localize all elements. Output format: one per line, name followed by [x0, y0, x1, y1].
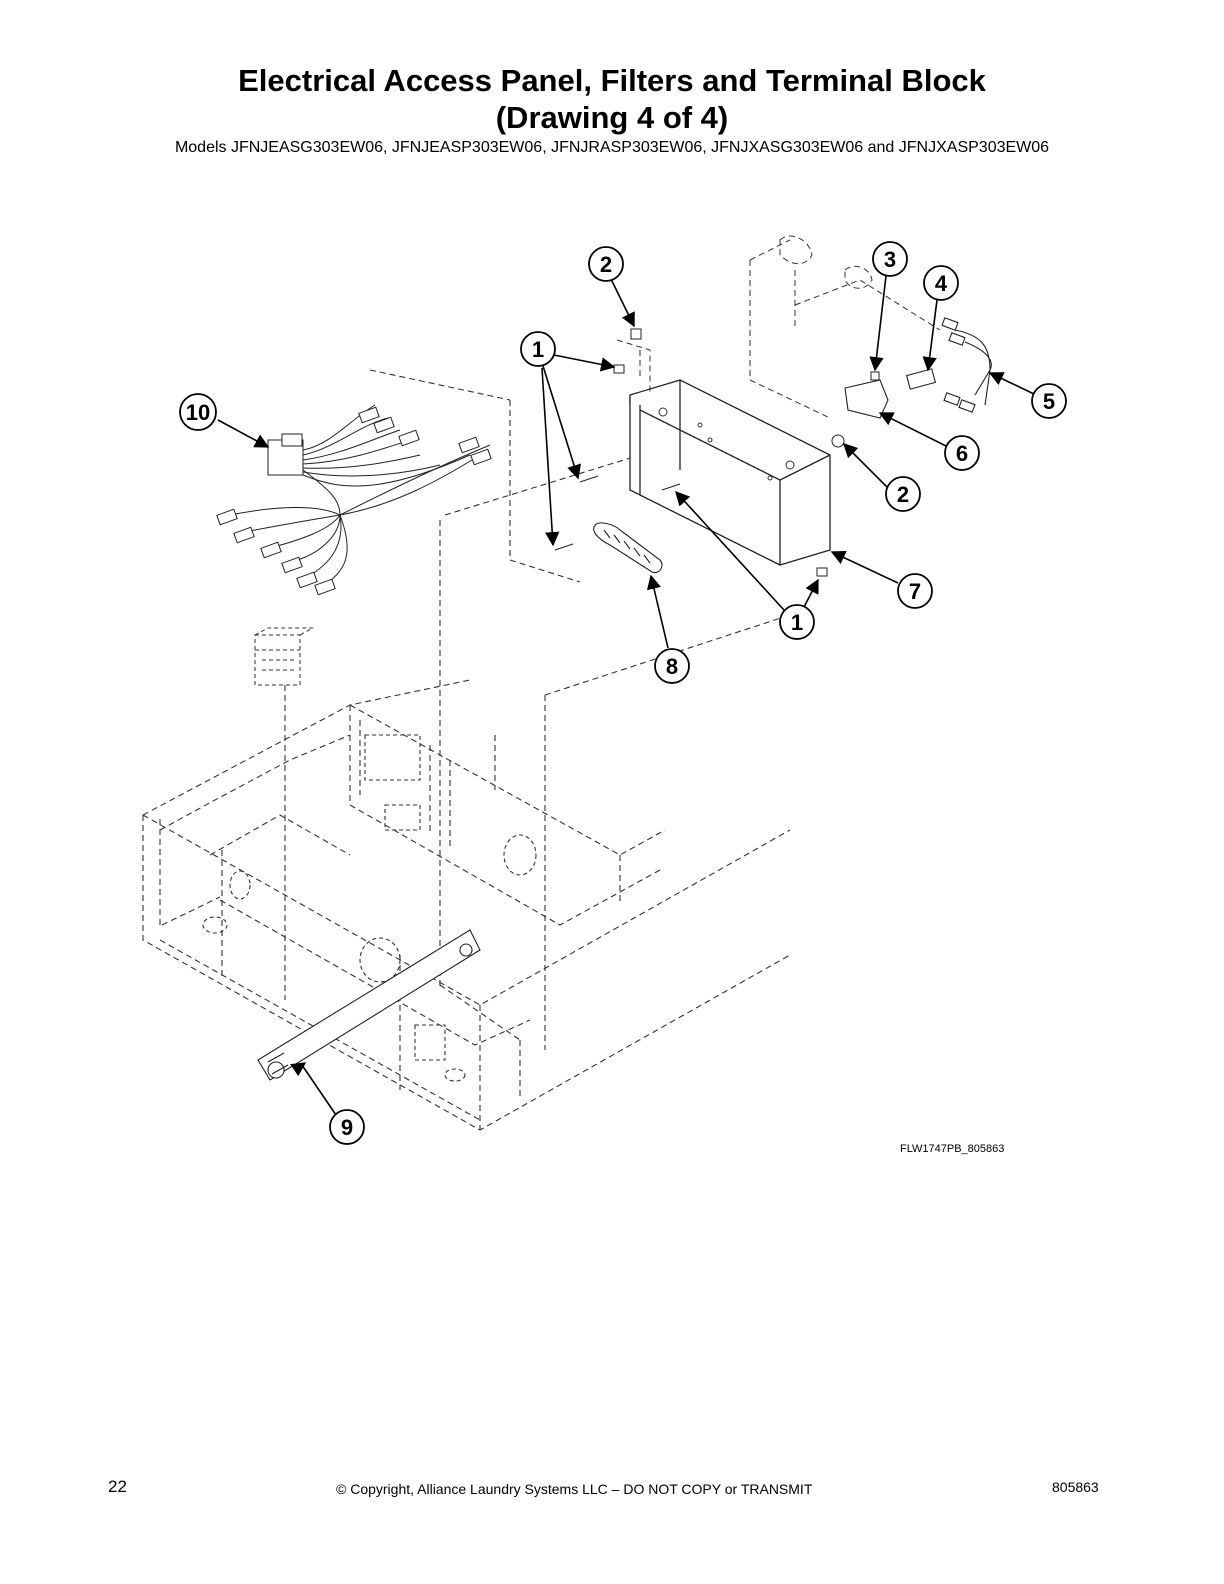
callout-5: 5	[1031, 383, 1067, 419]
callout-5-label: 5	[1043, 389, 1055, 414]
copyright-notice: © Copyright, Alliance Laundry Systems LL…	[336, 1481, 813, 1497]
harness-terminals	[216, 406, 492, 596]
wiring-harness	[229, 404, 491, 586]
document-number: 805863	[1052, 1479, 1099, 1495]
callout-7-label: 7	[909, 579, 921, 604]
strain-relief-group	[257, 929, 481, 1081]
figure-id: FLW1747PB_805863	[900, 1143, 1005, 1155]
callout-7: 7	[897, 573, 933, 609]
callout-2b: 2	[885, 476, 921, 512]
callout-3: 3	[872, 241, 908, 277]
callout-6-label: 6	[956, 441, 968, 466]
callout-1a: 1	[520, 331, 556, 367]
terminal-block	[593, 522, 663, 574]
callout-9-label: 9	[341, 1115, 353, 1140]
callout-2a-label: 2	[600, 252, 612, 277]
callout-4-label: 4	[935, 271, 948, 296]
page-number: 22	[108, 1477, 127, 1496]
filters-and-leads	[844, 317, 992, 419]
callout-2a: 2	[588, 246, 624, 282]
callout-10-label: 10	[186, 400, 210, 425]
machine-base-frame	[142, 369, 791, 1131]
models-line: Models JFNJEASG303EW06, JFNJEASP303EW06,…	[174, 139, 1050, 156]
page-subtitle: (Drawing 4 of 4)	[495, 100, 729, 135]
callout-10: 10	[179, 393, 217, 431]
callout-2b-label: 2	[897, 482, 909, 507]
callout-1a-label: 1	[532, 337, 544, 362]
callout-8-label: 8	[666, 654, 678, 679]
callout-6: 6	[944, 435, 980, 471]
upper-phantom-lines	[616, 235, 941, 419]
electrical-access-panel	[629, 379, 831, 566]
callout-4: 4	[923, 265, 959, 301]
callout-1b-label: 1	[791, 610, 803, 635]
machine-base-holes	[202, 734, 537, 1082]
callout-3-label: 3	[884, 247, 896, 272]
contactor-phantom	[254, 627, 314, 686]
leader-arrows	[217, 275, 1035, 1116]
callout-8: 8	[654, 648, 690, 684]
callout-9: 9	[329, 1109, 365, 1145]
callout-1b: 1	[779, 604, 815, 640]
page-title: Electrical Access Panel, Filters and Ter…	[238, 63, 986, 98]
panel-holes	[658, 407, 795, 481]
